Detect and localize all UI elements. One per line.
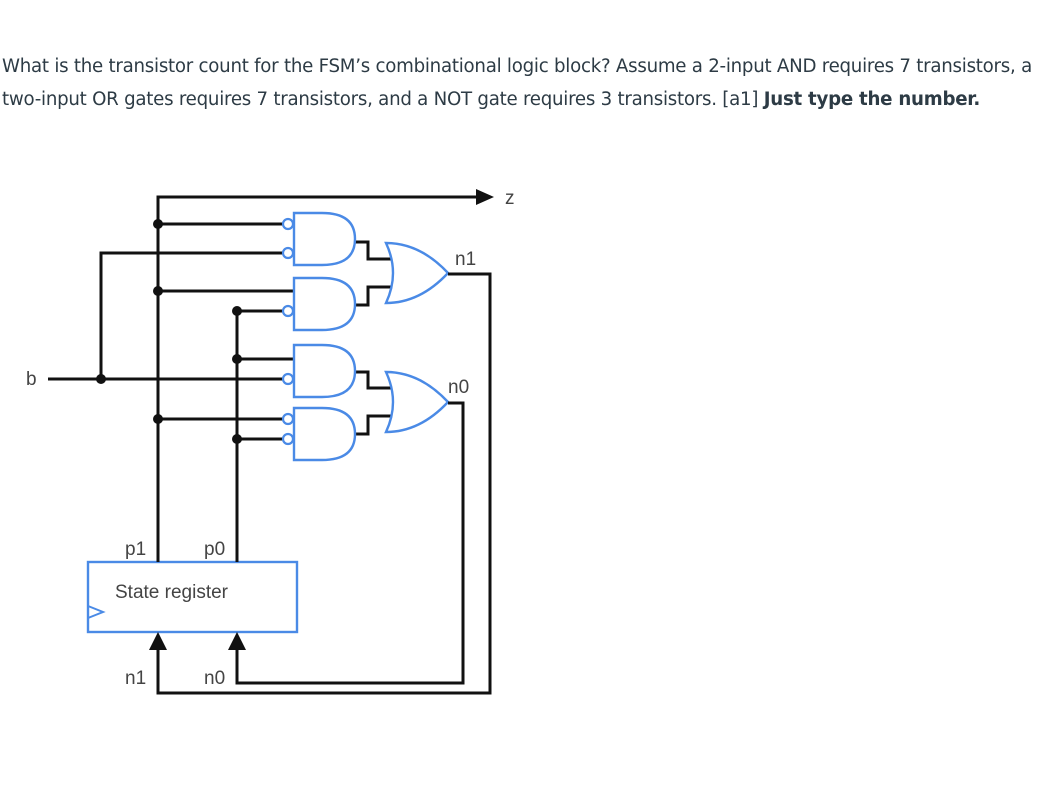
and3-to-or2 — [355, 370, 392, 390]
n1-input-label: n1 — [125, 668, 146, 689]
p0-junction-1 — [232, 306, 242, 316]
and-gate-4 — [292, 406, 357, 462]
p1-junction-2 — [153, 286, 163, 296]
p1-junction-1 — [153, 219, 163, 229]
b-label: b — [26, 369, 37, 390]
p1-junction-3 — [153, 414, 163, 424]
z-arrow-icon — [476, 189, 494, 205]
state-register — [86, 560, 299, 634]
z-output-wire — [156, 195, 478, 540]
inverter-bubble-icon — [281, 304, 295, 318]
and1-to-or1 — [355, 240, 392, 261]
question-body: What is the transistor count for the FSM… — [2, 56, 1032, 110]
inverter-bubble-icon — [281, 432, 295, 446]
question-instruction: Just type the number. — [763, 89, 981, 110]
p0-junction-2 — [232, 354, 242, 364]
question-text: What is the transistor count for the FSM… — [2, 50, 1062, 116]
inverter-bubble-icon — [281, 217, 295, 231]
inverter-bubble-icon — [281, 246, 295, 260]
n1-input-arrow-icon — [149, 632, 167, 650]
b-branch-wire — [99, 251, 284, 379]
and-gate-2 — [292, 276, 357, 332]
clock-input-icon — [87, 605, 106, 619]
inverter-bubble-icon — [281, 372, 295, 386]
p0-label: p0 — [204, 539, 225, 560]
and2-to-or1 — [355, 285, 392, 307]
n0-input-label: n0 — [204, 668, 225, 689]
p0-junction-3 — [232, 434, 242, 444]
n1-output-label: n1 — [455, 249, 476, 270]
and4-to-or2 — [355, 414, 392, 436]
inverter-bubble-icon — [281, 412, 295, 426]
state-register-label: State register — [115, 582, 229, 603]
n0-output-label: n0 — [448, 377, 469, 398]
or-gate-n1 — [384, 241, 450, 305]
z-label: z — [505, 188, 515, 209]
n0-input-arrow-icon — [228, 632, 246, 650]
b-junction — [96, 374, 106, 384]
or-gate-n0 — [384, 370, 450, 434]
n0-feedback-wire — [235, 401, 465, 685]
and-gate-3 — [292, 343, 357, 399]
p1-label: p1 — [125, 539, 146, 560]
n1-feedback-wire — [156, 272, 492, 695]
and-gate-1 — [292, 211, 357, 267]
